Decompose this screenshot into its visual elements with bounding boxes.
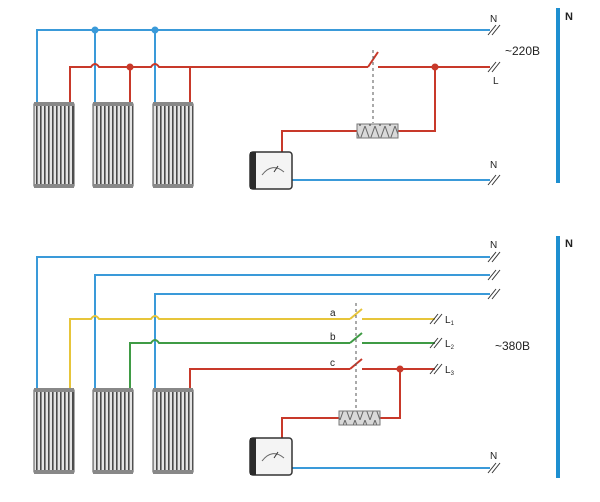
switch-label-a: a xyxy=(330,308,336,319)
radiator-icon xyxy=(152,388,194,474)
junction-dot xyxy=(126,63,134,71)
heating-element-icon xyxy=(356,123,399,139)
radiator-icon xyxy=(92,388,134,474)
junction-dot xyxy=(396,365,404,373)
switch-icon xyxy=(367,50,379,123)
phase-wire-green xyxy=(129,332,435,390)
radiator-icon xyxy=(33,388,75,474)
phase-wire-top xyxy=(69,63,490,158)
label-n: N xyxy=(490,240,497,251)
heating-element-icon xyxy=(338,410,381,426)
thermostat-icon xyxy=(249,151,293,190)
terminal-marks xyxy=(429,251,501,474)
phase-wire-yellow xyxy=(69,308,435,390)
diagram-380: a b c L1 L2 L3 N N ~380B N xyxy=(33,236,573,478)
diagram-220: N L N ~220B N xyxy=(33,8,573,190)
neutral-wire-lower xyxy=(281,455,490,469)
terminal-marks xyxy=(487,24,501,186)
junction-dot xyxy=(151,26,159,34)
thermostat-icon xyxy=(249,437,293,476)
label-n: N xyxy=(490,14,497,25)
radiator-icon xyxy=(33,102,75,188)
switch-label-b: b xyxy=(330,332,336,343)
neutral-wire-top xyxy=(36,29,490,105)
radiator-icon xyxy=(92,102,134,188)
phase-label-l2: L2 xyxy=(445,339,455,351)
voltage-label: ~380B xyxy=(495,339,530,353)
phase-label-l3: L3 xyxy=(445,365,455,377)
voltage-label: ~220B xyxy=(505,44,540,58)
label-l: L xyxy=(493,76,499,87)
junction-dot xyxy=(431,63,439,71)
phase-label-l1: L1 xyxy=(445,315,455,327)
radiator-icon xyxy=(152,102,194,188)
label-n: N xyxy=(490,160,497,171)
label-n: N xyxy=(490,451,497,462)
neutral-wires-bottom xyxy=(36,256,490,390)
junction-dot xyxy=(91,26,99,34)
bus-label: N xyxy=(565,238,573,250)
bus-label: N xyxy=(565,11,573,23)
switch-label-c: c xyxy=(330,358,335,369)
